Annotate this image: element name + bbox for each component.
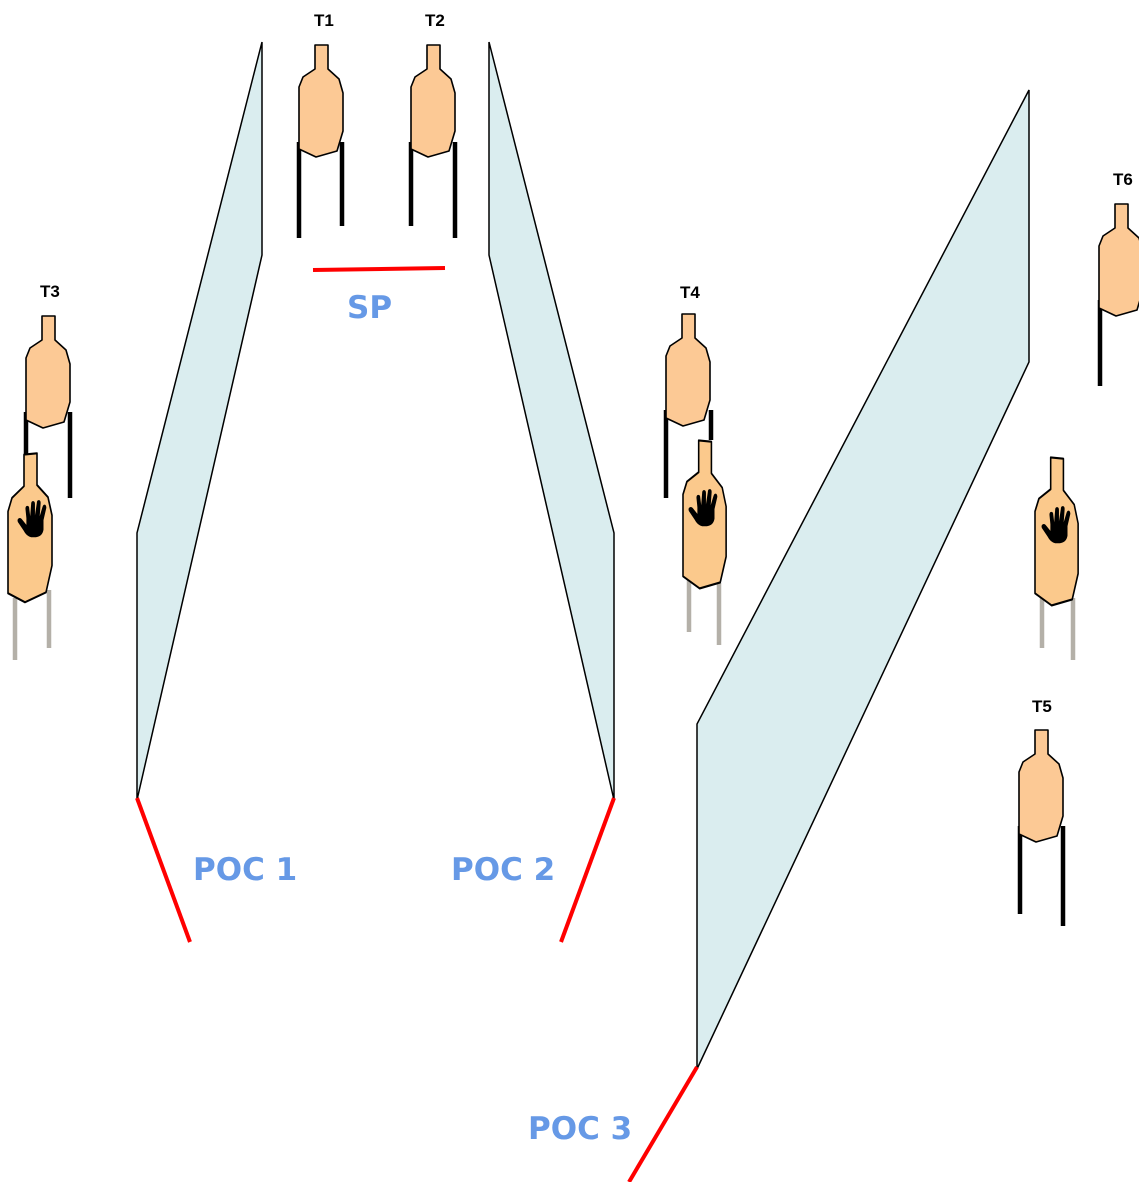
target-body — [298, 44, 344, 158]
target-label-t6: T6 — [1113, 170, 1133, 189]
fault-line-start — [312, 266, 446, 272]
target-label-t5: T5 — [1032, 697, 1052, 716]
barrier-left — [136, 41, 263, 801]
target-label-t1: T1 — [314, 11, 334, 30]
barrier-right — [696, 89, 1030, 1070]
target-t6: T6 — [1097, 170, 1139, 386]
target-body — [25, 315, 71, 429]
target-label-t4: T4 — [680, 283, 700, 302]
target-t5: T5 — [1017, 697, 1066, 926]
target-body — [410, 44, 456, 158]
target-label-t2: T2 — [425, 11, 445, 30]
fault-line-poc1 — [135, 797, 192, 943]
no-shoot-target-t6 — [1033, 454, 1080, 660]
poc1-label: POC 1 — [193, 852, 297, 888]
no-shoot-target-t4 — [681, 437, 728, 645]
fault-line-poc3 — [627, 1065, 699, 1182]
poc2-label: POC 2 — [451, 852, 555, 888]
poc3-label: POC 3 — [528, 1111, 632, 1147]
target-t3: T3 — [23, 282, 73, 498]
start-position-label: SP — [347, 290, 392, 326]
no-shoot-target-t3 — [6, 450, 54, 660]
target-body — [665, 313, 711, 427]
target-body — [1018, 729, 1064, 843]
fault-line-poc2 — [559, 797, 616, 943]
target-t1: T1 — [296, 11, 345, 238]
target-t2: T2 — [408, 11, 458, 238]
target-body — [1098, 203, 1139, 317]
barrier-center — [488, 41, 615, 801]
target-t4: T4 — [663, 283, 714, 498]
target-label-t3: T3 — [40, 282, 60, 301]
